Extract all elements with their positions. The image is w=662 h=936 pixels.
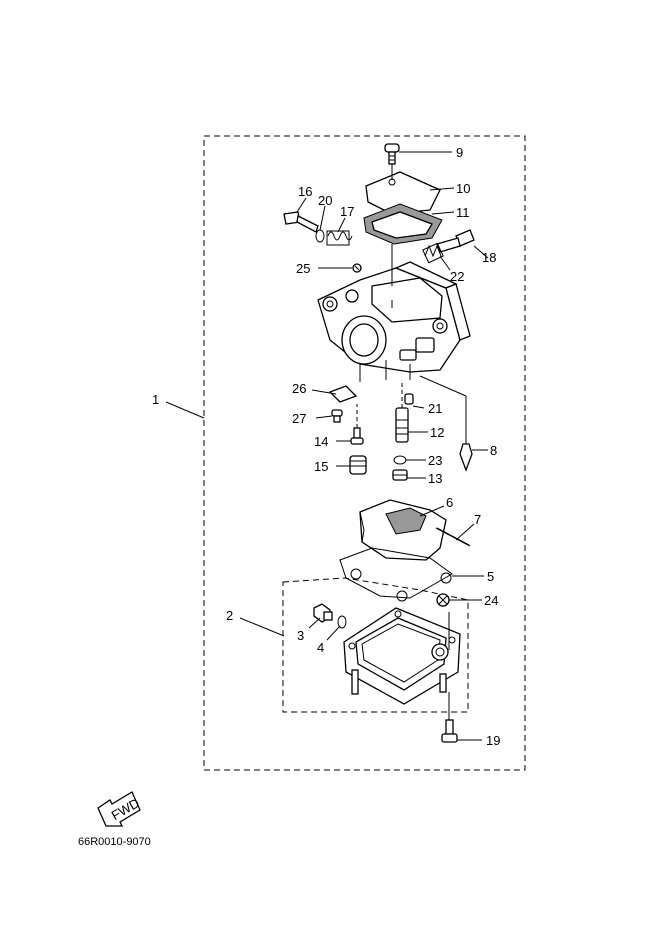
fwd-arrow-icon: FWD — [97, 791, 142, 827]
callout-3: 3 — [297, 628, 304, 643]
part-19-bolt — [441, 612, 458, 743]
assembly-boundary-1 — [203, 135, 526, 771]
part-21-jet — [404, 393, 414, 405]
part-14-pilot-jet — [350, 404, 364, 445]
part-17-spring — [326, 230, 353, 246]
part-6-float — [359, 499, 447, 561]
callout-20: 20 — [318, 193, 332, 208]
callout-11: 11 — [456, 205, 470, 220]
part-27-screw — [331, 409, 343, 423]
part-11-gasket — [363, 203, 443, 245]
part-4-washer — [337, 615, 347, 629]
callout-2: 2 — [226, 608, 233, 623]
float-chamber — [343, 607, 461, 705]
part-23-o-ring — [393, 455, 407, 465]
part-12-main-nozzle — [395, 382, 409, 443]
part-26-plate — [328, 385, 358, 403]
callout-labels: 1 2 3 4 5 6 7 8 9 10 11 12 13 14 15 16 1… — [152, 145, 500, 748]
part-3-drain-plug — [313, 603, 333, 623]
callout-6: 6 — [446, 495, 453, 510]
part-20-o-ring — [315, 229, 325, 243]
callout-16: 16 — [298, 184, 312, 199]
part-9-screw — [384, 143, 400, 165]
part-8-needle-valve — [419, 375, 473, 472]
callout-4: 4 — [317, 640, 324, 655]
callout-14: 14 — [314, 434, 328, 449]
callout-1: 1 — [152, 392, 159, 407]
figure-code: 66R0010-9070 — [78, 836, 151, 848]
part-10-cover — [365, 171, 441, 215]
part-5-gasket — [339, 547, 453, 599]
callout-19: 19 — [486, 733, 500, 748]
part-13-main-jet — [392, 469, 408, 481]
callout-10: 10 — [456, 181, 470, 196]
callout-21: 21 — [428, 401, 442, 416]
callout-13: 13 — [428, 471, 442, 486]
part-18-screw — [436, 229, 475, 253]
part-16-pilot-screw — [283, 211, 319, 233]
callout-12: 12 — [430, 425, 444, 440]
callout-22: 22 — [450, 269, 464, 284]
callout-7: 7 — [474, 512, 481, 527]
assembly-boundary-2 — [282, 577, 469, 713]
part-22-spring — [422, 242, 444, 264]
callout-25: 25 — [296, 261, 310, 276]
callout-5: 5 — [487, 569, 494, 584]
part-7-pin — [435, 527, 471, 547]
leader-lines — [165, 151, 489, 641]
callout-27: 27 — [292, 411, 306, 426]
carburetor-body — [317, 261, 471, 382]
callout-8: 8 — [490, 443, 497, 458]
callout-9: 9 — [456, 145, 463, 160]
callout-18: 18 — [482, 250, 496, 265]
callout-26: 26 — [292, 381, 306, 396]
part-15-plug — [349, 455, 367, 475]
callout-15: 15 — [314, 459, 328, 474]
callout-24: 24 — [484, 593, 498, 608]
callout-17: 17 — [340, 204, 354, 219]
part-25-screw — [352, 263, 362, 273]
part-24-filter — [436, 593, 450, 607]
callout-23: 23 — [428, 453, 442, 468]
